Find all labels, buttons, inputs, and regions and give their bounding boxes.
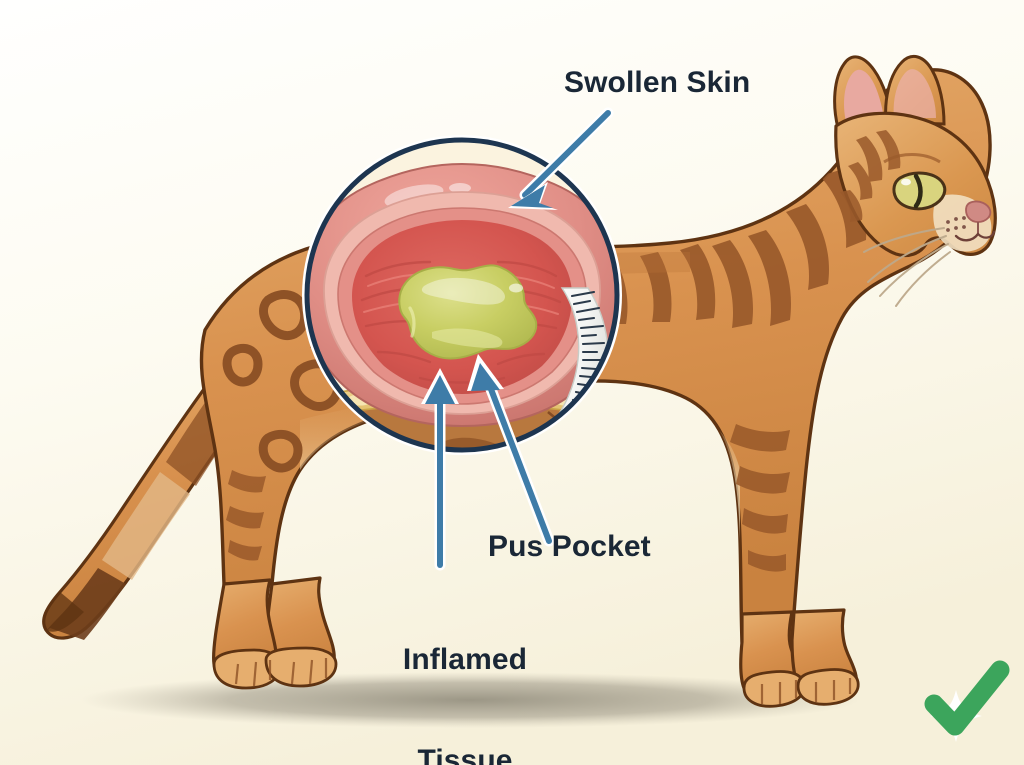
check-icon (924, 660, 1010, 736)
rear-leg-stripes (226, 470, 266, 561)
label-inflamed-tissue: Inflamed Tissue (400, 576, 530, 765)
green-check-mark (924, 660, 1010, 742)
ground-shadow (80, 672, 860, 728)
arrow-pus-pocket (467, 354, 555, 547)
cat-front-legs (739, 608, 860, 708)
label-pus-pocket: Pus Pocket (488, 530, 651, 563)
magnified-abscess-inset (302, 135, 622, 455)
cat-rear-legs (212, 576, 338, 690)
arrow-swollen-skin (508, 107, 614, 210)
annotation-arrows (421, 107, 614, 571)
cat-head (833, 54, 997, 307)
cat-eye (892, 171, 947, 211)
label-swollen-skin: Swollen Skin (564, 66, 751, 99)
label-inflamed-tissue-line2: Tissue (417, 743, 513, 765)
arrow-inflamed-tissue (421, 368, 459, 571)
cat-whiskers (863, 227, 951, 307)
front-leg-stripes (730, 424, 790, 572)
label-inflamed-tissue-line1: Inflamed (402, 643, 528, 677)
cat-nose (965, 200, 992, 223)
inset-border (304, 137, 620, 453)
